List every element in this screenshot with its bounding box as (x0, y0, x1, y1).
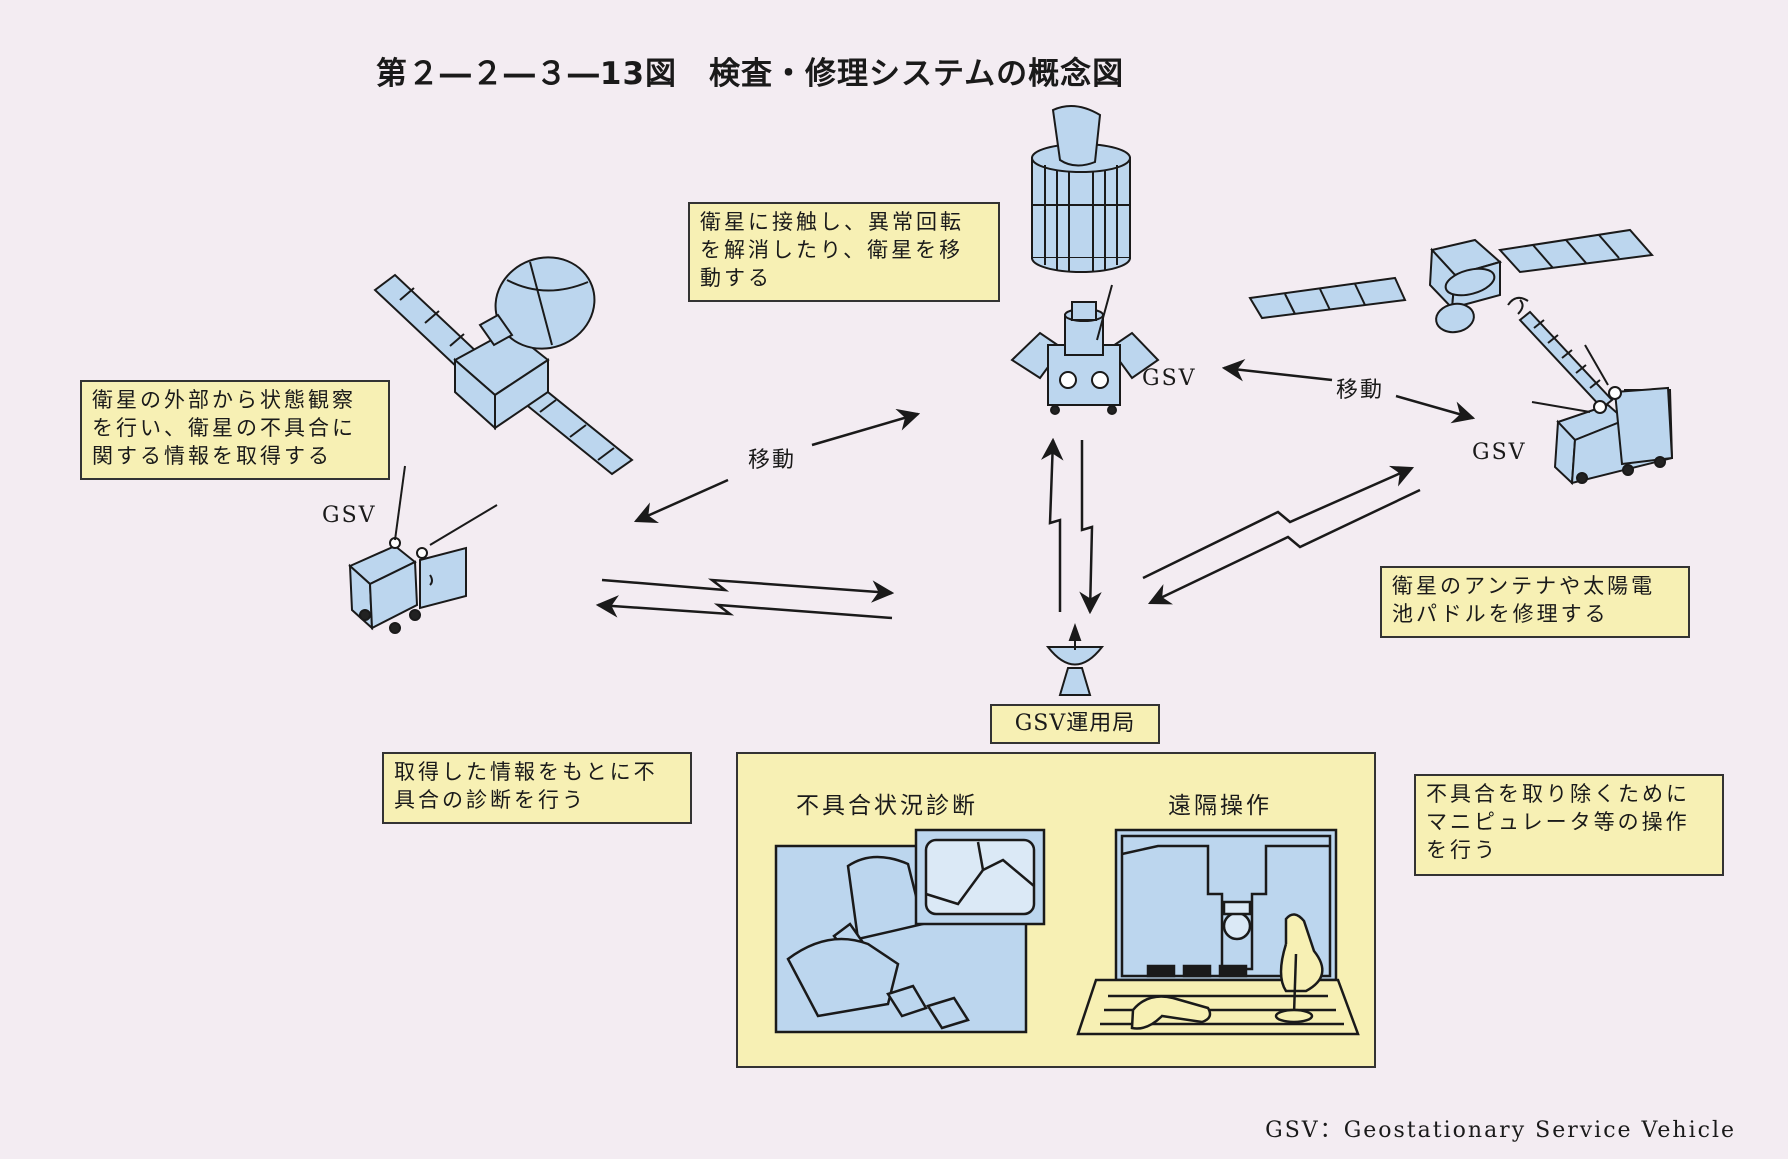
note-diagnose: 取得した情報をもとに不 具合の診断を行う (382, 752, 692, 824)
note-manipulate: 不具合を取り除くために マニピュレータ等の操作 を行う (1414, 774, 1724, 876)
note-detumble: 衛星に接触し、異常回転 を解消したり、衛星を移 動する (688, 202, 1000, 302)
figure-title: 第２―２―３―13図 検査・修理システムの概念図 (375, 56, 1125, 92)
panel-remote-title: 遠隔操作 (1168, 793, 1272, 819)
comm-arrow-station-to-right (1142, 465, 1415, 580)
comm-arrow-left-to-station (601, 578, 895, 603)
label-move-right: 移動 (1336, 378, 1385, 403)
arrow-move-left-down (633, 478, 729, 524)
label-gsv-left: GSV (322, 503, 377, 528)
left-target-satellite-icon (373, 256, 634, 476)
panel-diagnosis-title: 不具合状況診断 (796, 793, 978, 819)
arrow-move-right-left (1221, 359, 1333, 382)
operations-box: 不具合状況診断 遠隔操作 (736, 752, 1376, 1068)
label-gsv-right: GSV (1472, 440, 1527, 465)
diagnosis-monitor-icon (774, 828, 1046, 1034)
right-gsv-icon (1507, 296, 1674, 486)
comm-arrow-up (1041, 437, 1064, 612)
center-target-satellite-icon (1031, 105, 1131, 273)
ground-station-label: GSV運用局 (990, 704, 1160, 744)
remote-control-monitor-icon (1076, 828, 1360, 1036)
arrow-move-right-right (1395, 394, 1476, 424)
footnote-gsv-definition: GSV：Geostationary Service Vehicle (1265, 1118, 1736, 1143)
movement-arrows (633, 359, 1476, 524)
comm-arrow-right-to-station (1147, 488, 1421, 605)
note-inspect: 衛星の外部から状態観察 を行い、衛星の不具合に 関する情報を取得する (80, 380, 390, 480)
label-move-left: 移動 (748, 448, 797, 473)
label-gsv-center: GSV (1142, 366, 1197, 391)
comm-arrow-down (1079, 440, 1102, 615)
operations-illustration (774, 828, 1360, 1036)
note-repair: 衛星のアンテナや太陽電 池パドルを修理する (1380, 566, 1690, 638)
left-gsv-icon (348, 465, 498, 634)
center-gsv-icon (1010, 284, 1160, 415)
comm-arrow-station-to-left (595, 595, 893, 620)
communication-arrows (595, 437, 1421, 620)
arrow-move-left-up (811, 408, 921, 447)
ground-antenna-icon (1045, 623, 1105, 696)
right-target-satellite-icon (1248, 228, 1654, 334)
